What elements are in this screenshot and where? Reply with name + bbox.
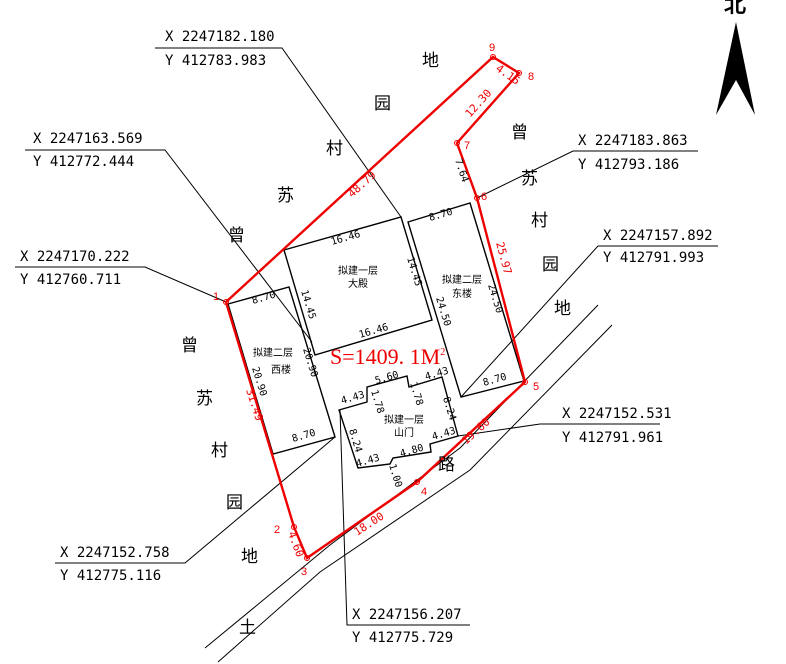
svg-text:X 2247170.222: X 2247170.222 [20, 249, 130, 265]
boundary-vertices [223, 54, 528, 561]
svg-text:Y 412775.116: Y 412775.116 [60, 568, 161, 584]
main-hall-name-2: 大殿 [348, 277, 368, 290]
svg-text:X 2247152.758: X 2247152.758 [60, 545, 170, 561]
leader-lines [15, 47, 718, 626]
point-label-1: 1 [213, 291, 219, 303]
gate-name-1: 拟建一层 [384, 413, 424, 426]
svg-text:X 2247157.892: X 2247157.892 [603, 228, 713, 244]
point-label-5: 5 [533, 381, 539, 393]
gate-dim-9: 4.80 [399, 443, 425, 460]
main-hall-dim-top: 16.46 [330, 229, 362, 248]
gate-name-2: 山门 [394, 426, 414, 439]
point-label-9: 9 [489, 42, 495, 54]
svg-text:村: 村 [531, 211, 548, 231]
coordinate-labels: X 2247182.180 Y 412783.983 X 2247163.569Y… [20, 29, 713, 646]
east-building-name-2: 东楼 [452, 287, 472, 300]
svg-text:Y 412783.983: Y 412783.983 [165, 53, 266, 69]
svg-text:苏: 苏 [277, 186, 294, 206]
east-dim-left: 24.50 [433, 296, 452, 328]
east-dim-top: 8.70 [428, 207, 454, 224]
north-label: 北 [724, 0, 746, 18]
svg-text:村: 村 [326, 139, 343, 159]
main-hall-dim-left: 14.45 [298, 289, 317, 321]
west-building-name-1: 拟建二层 [253, 346, 293, 359]
site-boundary [224, 55, 527, 560]
svg-text:曾: 曾 [511, 123, 528, 143]
north-arrow-icon [716, 22, 755, 115]
building-main-hall[interactable] [283, 216, 433, 356]
svg-text:Y 412791.993: Y 412791.993 [603, 250, 704, 266]
svg-text:Y 412791.961: Y 412791.961 [562, 430, 663, 446]
gate-dim-5: 1.78 [407, 381, 425, 407]
west-dim-right: 20.90 [300, 347, 319, 379]
svg-text:地: 地 [554, 299, 571, 319]
point-label-6: 6 [481, 191, 487, 203]
point-label-4: 4 [421, 486, 427, 498]
svg-text:X 2247163.569: X 2247163.569 [33, 131, 143, 147]
point-label-2: 2 [274, 524, 280, 536]
svg-text:园: 园 [542, 255, 559, 275]
svg-text:地: 地 [422, 51, 439, 71]
svg-text:园: 园 [374, 94, 391, 114]
svg-text:苏: 苏 [521, 169, 538, 189]
point-label-7: 7 [464, 140, 470, 152]
gate-dim-4: 1.78 [368, 389, 386, 415]
svg-text:X 2247156.207: X 2247156.207 [352, 607, 462, 623]
svg-text:地: 地 [241, 547, 258, 567]
svg-text:曾: 曾 [228, 226, 245, 246]
svg-text:Y 412772.444: Y 412772.444 [33, 154, 134, 170]
soil-label: 土 [239, 618, 256, 638]
svg-text:园: 园 [226, 493, 243, 513]
svg-text:X 2247152.531: X 2247152.531 [562, 406, 672, 422]
point-label-3: 3 [301, 566, 307, 578]
length-8-7: 12.30 [463, 87, 495, 120]
svg-text:Y 412760.711: Y 412760.711 [20, 272, 121, 288]
east-building-name-1: 拟建二层 [442, 273, 482, 286]
area-label: S=1409. 1M2 [330, 344, 445, 369]
length-3-2: 4.60 [285, 530, 306, 559]
gate-dim-1: 5.60 [374, 370, 400, 387]
building-gate[interactable] [338, 375, 459, 469]
main-hall-name-1: 拟建一层 [338, 264, 378, 277]
village-labels: 地 园 村 苏 曾 曾 苏 村 园 地 曾 苏 村 园 地 [181, 51, 571, 567]
gate-dim-6: 8.24 [440, 396, 458, 422]
svg-text:Y 412793.186: Y 412793.186 [578, 157, 679, 173]
main-hall-dim-right: 14.45 [404, 256, 423, 288]
gate-dim-11: 1.00 [386, 463, 404, 489]
svg-text:Y 412775.729: Y 412775.729 [352, 630, 453, 646]
svg-text:曾: 曾 [181, 336, 198, 356]
svg-text:X 2247182.180: X 2247182.180 [165, 29, 275, 45]
svg-text:苏: 苏 [196, 389, 213, 409]
west-dim-top: 8.70 [251, 290, 277, 307]
svg-text:村: 村 [211, 441, 228, 461]
road-edge-lower [217, 324, 613, 663]
point-label-8: 8 [528, 71, 534, 83]
gate-dim-3: 4.43 [340, 390, 366, 407]
length-7-6: 7.64 [452, 158, 470, 184]
length-1-9: 48.79 [345, 168, 378, 200]
west-building-name-2: 西楼 [271, 363, 291, 376]
svg-text:X 2247183.863: X 2247183.863 [578, 133, 688, 149]
road-label: 路 [438, 455, 455, 475]
